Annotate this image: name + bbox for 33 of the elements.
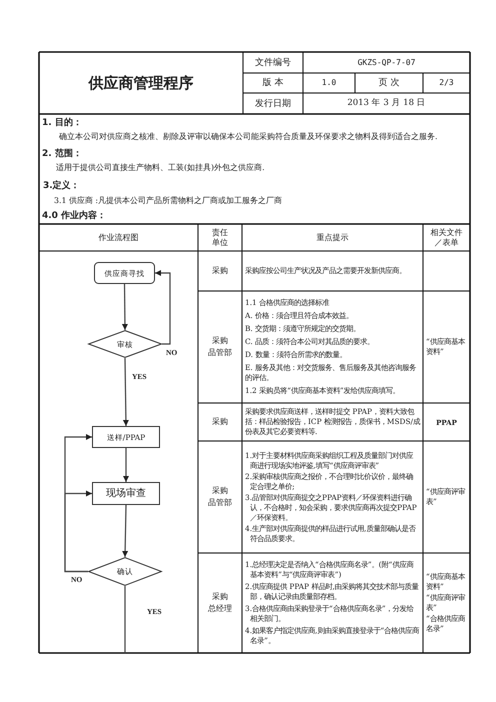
- arrow: [122, 504, 128, 558]
- connector-line: [124, 586, 126, 653]
- section-heading: 4.0 作业内容：: [42, 210, 106, 222]
- section-heading: 3.定义：: [43, 180, 80, 192]
- department-name: 品管部: [208, 498, 232, 508]
- arrow: [64, 434, 92, 572]
- arrow: [122, 358, 129, 426]
- field-value: GKZS-QP-7-07: [358, 58, 416, 68]
- department-name: 采购: [212, 266, 228, 276]
- arrow: [122, 284, 128, 330]
- column-header: 相关文件／表单: [430, 228, 464, 248]
- department-name: 品管部: [208, 348, 232, 358]
- column-header: 重点提示: [316, 232, 348, 242]
- field-value: 1.0: [322, 78, 336, 88]
- process-box: 现场审查: [92, 482, 160, 505]
- field-value: 2/3: [439, 78, 454, 88]
- department-name: 采购: [212, 486, 228, 496]
- department-name: 采购: [212, 592, 228, 602]
- department-name: 采购: [212, 417, 228, 427]
- column-header: 作业流程图: [98, 232, 138, 242]
- field-label: 文件编号: [255, 56, 291, 68]
- field-label: 页 次: [378, 77, 400, 89]
- document-title: 供应商管理程序: [88, 74, 194, 92]
- section-heading: 2. 范围：: [42, 148, 82, 160]
- field-label: 版 本: [262, 77, 284, 89]
- department-name: 总经理: [208, 604, 232, 614]
- section-heading: 1. 目的：: [42, 117, 82, 129]
- field-label: 发行日期: [255, 98, 291, 110]
- arrow: [155, 270, 171, 345]
- department-name: 采购: [212, 336, 228, 346]
- arrow: [123, 448, 129, 482]
- field-value: 2013 年 3 月 18 日: [347, 98, 426, 109]
- column-header: 责任单位: [212, 228, 228, 248]
